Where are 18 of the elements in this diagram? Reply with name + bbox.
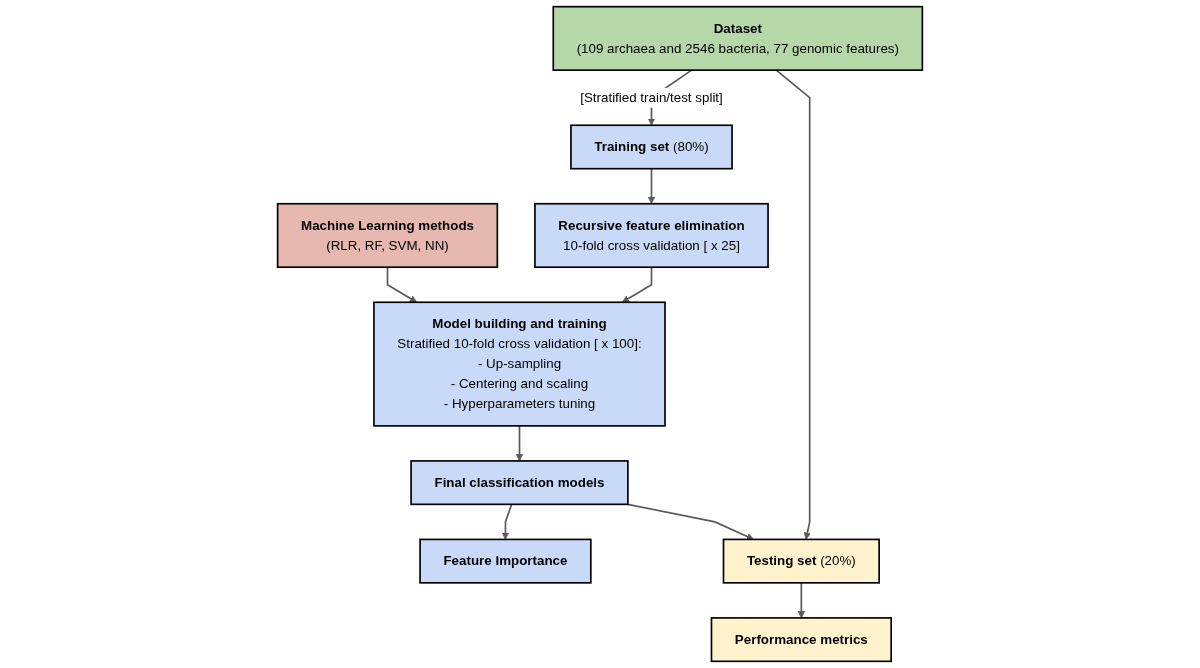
node-box: Model building and training Stratified 10-fold cross validation [ x 100]: - Up-sampling - Centering and scaling - Hyperparameters tuning [373, 301, 666, 427]
arrow [501, 503, 513, 540]
arrow [647, 167, 656, 205]
node-box: Recursive feature elimination 10-fold cross validation [ x 25] [534, 202, 769, 269]
node-box: Dataset (109 archaea and 2546 bacteria, 77 genomic features) [552, 5, 924, 71]
arrow [626, 503, 754, 540]
arrow [797, 582, 805, 619]
node-box: Machine Learning methods (RLR, RF, SVM, NN) [276, 202, 499, 269]
node-box: Performance metrics [710, 617, 892, 663]
arrow [621, 266, 653, 303]
node-box: Final classification models [410, 460, 629, 506]
edge-label: [Stratified train/test split] [580, 90, 723, 105]
node-box: Feature Importance [419, 538, 592, 584]
node-box: Training set (80%) [570, 124, 733, 170]
arrow [775, 69, 811, 540]
arrow [515, 425, 524, 462]
node-box: Testing set (20%) [722, 538, 880, 584]
arrow [386, 266, 417, 303]
